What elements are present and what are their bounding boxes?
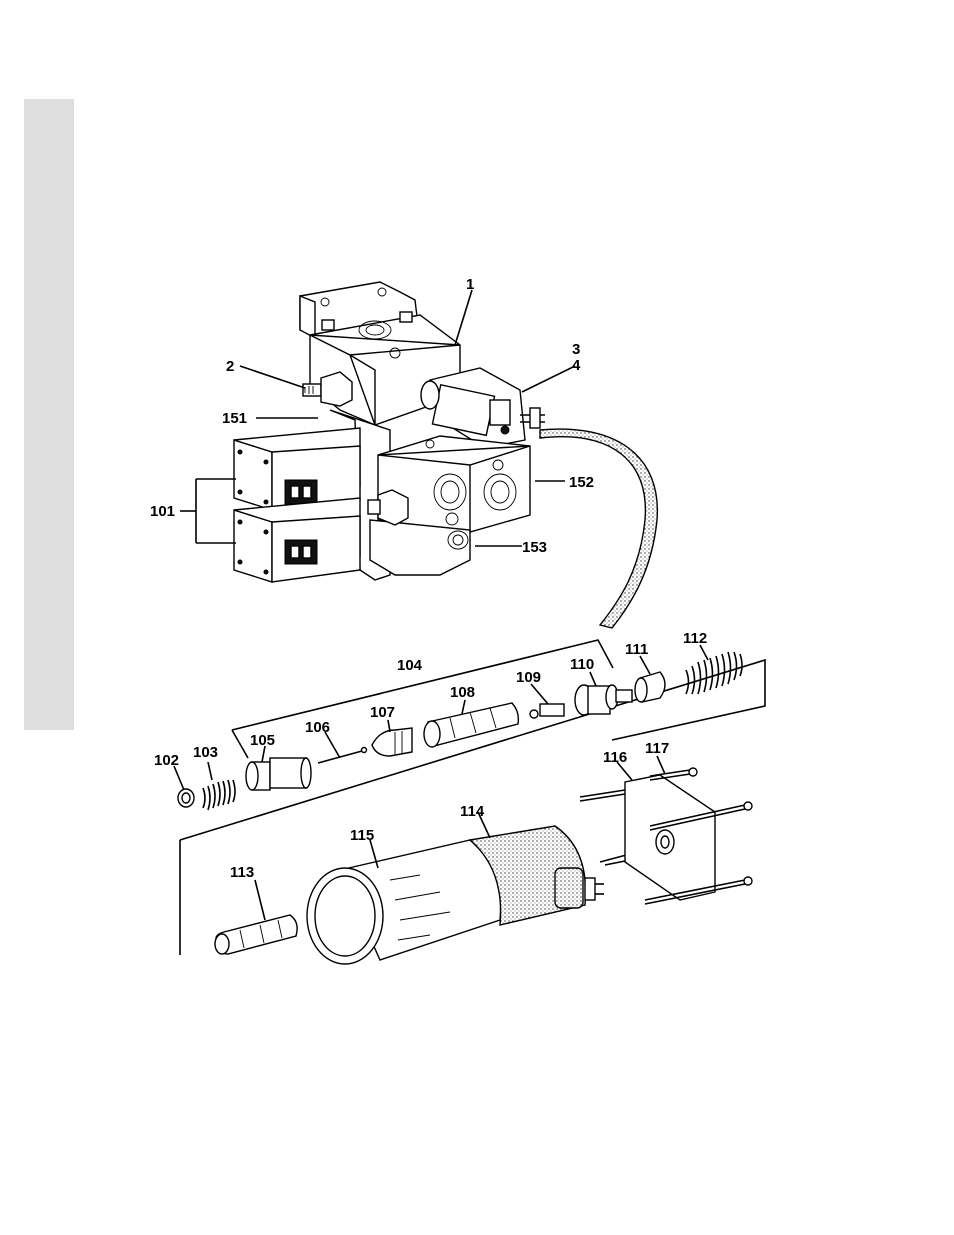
label-151: 151 xyxy=(222,410,247,427)
label-152: 152 xyxy=(569,474,594,491)
label-3: 3 xyxy=(572,341,580,358)
label-4: 4 xyxy=(572,357,581,374)
label-102: 102 xyxy=(154,752,179,769)
label-153: 153 xyxy=(522,539,547,556)
label-117: 117 xyxy=(645,740,669,757)
label-116: 116 xyxy=(603,749,627,766)
part-102 xyxy=(178,789,194,807)
part-112-spring xyxy=(686,652,742,694)
label-108: 108 xyxy=(450,684,475,701)
part-105 xyxy=(246,758,311,790)
label-115: 115 xyxy=(350,827,374,844)
label-112: 112 xyxy=(683,630,707,647)
label-114: 114 xyxy=(460,803,485,820)
label-107: 107 xyxy=(370,704,395,721)
exploded-row-lower xyxy=(215,768,752,964)
label-105: 105 xyxy=(250,732,275,749)
label-1: 1 xyxy=(466,276,474,293)
part-111 xyxy=(635,672,665,702)
coil-101-upper xyxy=(234,428,360,510)
label-106: 106 xyxy=(305,719,330,736)
label-109: 109 xyxy=(516,669,541,686)
label-103: 103 xyxy=(193,744,218,761)
label-101: 101 xyxy=(150,503,175,520)
valve-assembly xyxy=(234,282,657,628)
part-110 xyxy=(575,685,632,715)
part-115-sleeve xyxy=(307,840,501,964)
label-2: 2 xyxy=(226,358,234,375)
label-104: 104 xyxy=(397,657,423,674)
part-113 xyxy=(215,915,297,954)
part-116-plate xyxy=(625,775,715,900)
part-103-spring xyxy=(203,780,235,810)
coil-101-lower xyxy=(234,498,360,582)
label-113: 113 xyxy=(230,864,254,881)
label-110: 110 xyxy=(570,656,594,673)
part-109 xyxy=(530,704,564,718)
part-107 xyxy=(372,728,412,756)
label-111: 111 xyxy=(625,641,648,658)
